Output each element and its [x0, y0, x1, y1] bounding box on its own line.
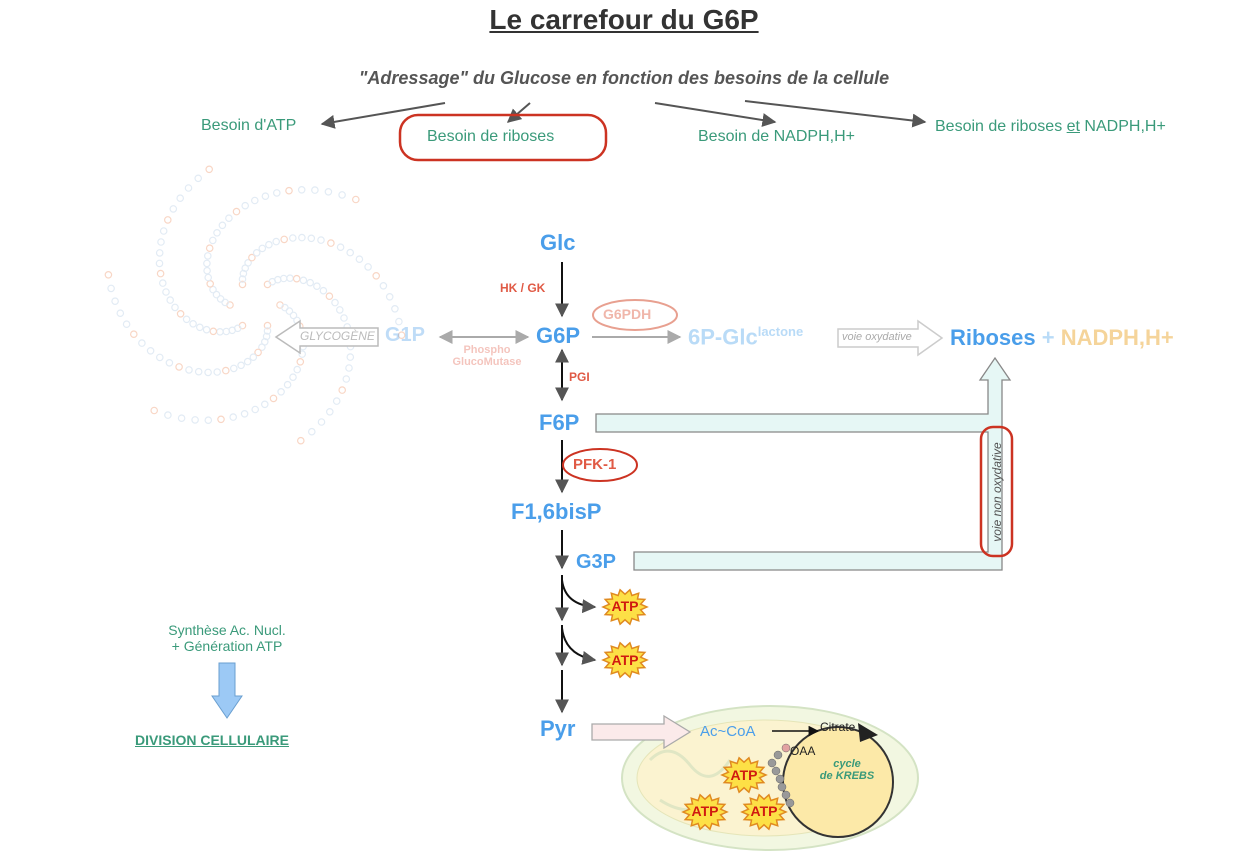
riboses-nadph: Riboses + NADPH,H+ [950, 325, 1174, 351]
pgm-line1: Phospho [463, 344, 511, 356]
atp-label-2: ATP [611, 652, 639, 668]
need-arrows [320, 100, 927, 129]
need-both-post: NADPH,H+ [1079, 118, 1166, 135]
citrate-label: Citrate [820, 720, 856, 734]
enzyme-pgi: PGI [569, 370, 590, 384]
metabolite-pyr: Pyr [540, 716, 576, 741]
accoa-label: Ac~CoA [700, 723, 756, 740]
plus-sign: + [1041, 325, 1055, 350]
krebs-line1: cycle [833, 758, 861, 770]
page-title: Le carrefour du G6P [489, 4, 759, 35]
need-both-pre: Besoin de riboses [935, 118, 1067, 135]
need-atp: Besoin d'ATP [201, 117, 297, 134]
need-both-et: et [1066, 118, 1080, 135]
lactone-main: 6P-Glc [688, 324, 758, 350]
glycolysis-arrows [555, 262, 597, 714]
division-arrow [211, 662, 243, 719]
side-note: Synthèse Ac. Nucl.+ Génération ATP [145, 622, 309, 654]
metabolite-glc: Glc [540, 230, 576, 255]
metabolite-g6p: G6P [536, 323, 581, 348]
subtitle: "Adressage" du Glucose en fonction des b… [358, 68, 890, 88]
metabolite-f16bisp: F1,6bisP [511, 499, 602, 524]
oxidative-pathway-label: voie oxydative [842, 331, 912, 343]
metabolite-nadph: NADPH,H+ [1060, 325, 1174, 350]
atp-label-4: ATP [691, 803, 719, 819]
mitochondrion-image [621, 705, 919, 851]
g6pdh-highlight [592, 299, 678, 331]
metabolite-riboses: Riboses [950, 325, 1036, 350]
glycogen-structure-image [104, 165, 406, 445]
riboses-highlight [398, 113, 608, 162]
oaa-label: OAA [790, 744, 816, 758]
atp-stars [601, 588, 788, 831]
atp-label-5: ATP [750, 803, 778, 819]
non-oxidative-pathway-label: voie non oxydative [990, 442, 1004, 542]
need-riboses: Besoin de riboses [427, 128, 555, 145]
pgm-line2: GlucoMutase [452, 356, 522, 368]
side-line1: Synthèse Ac. Nucl. [168, 622, 286, 638]
enzyme-pfk1: PFK-1 [573, 456, 617, 473]
glycogen-label: GLYCOGÈNE [300, 329, 375, 343]
atp-star-2 [601, 641, 649, 679]
krebs-line2: de KREBS [819, 770, 875, 782]
metabolite-6p-glc-lactone: 6P-Glclactone [688, 324, 803, 350]
lactone-sup: lactone [757, 324, 804, 339]
enzyme-g6pdh: G6PDH [603, 306, 652, 322]
oxidative-arrow [837, 319, 944, 357]
non-oxidative-highlight [979, 425, 1014, 558]
metabolite-g1p: G1P [385, 324, 426, 346]
atp-label-1: ATP [611, 598, 639, 614]
metabolite-g3p: G3P [576, 551, 617, 573]
need-nadph: Besoin de NADPH,H+ [698, 128, 855, 145]
atp-star-5 [740, 793, 788, 831]
pfk1-highlight [562, 448, 638, 482]
atp-label-3: ATP [730, 767, 758, 783]
atp-star-3 [720, 756, 768, 794]
enzyme-hk-gk: HK / GK [500, 281, 546, 295]
pyruvate-import-arrow [591, 714, 692, 750]
need-riboses-and-nadph: Besoin de riboses et NADPH,H+ [935, 118, 1166, 136]
division-cellulaire: DIVISION CELLULAIRE [135, 732, 290, 748]
non-oxidative-arrow [595, 356, 1012, 571]
glycogen-arrow [274, 319, 379, 355]
metabolite-f6p: F6P [539, 410, 580, 435]
atp-star-1 [601, 588, 649, 626]
side-line2: + Génération ATP [171, 638, 283, 654]
atp-star-4 [681, 793, 729, 831]
